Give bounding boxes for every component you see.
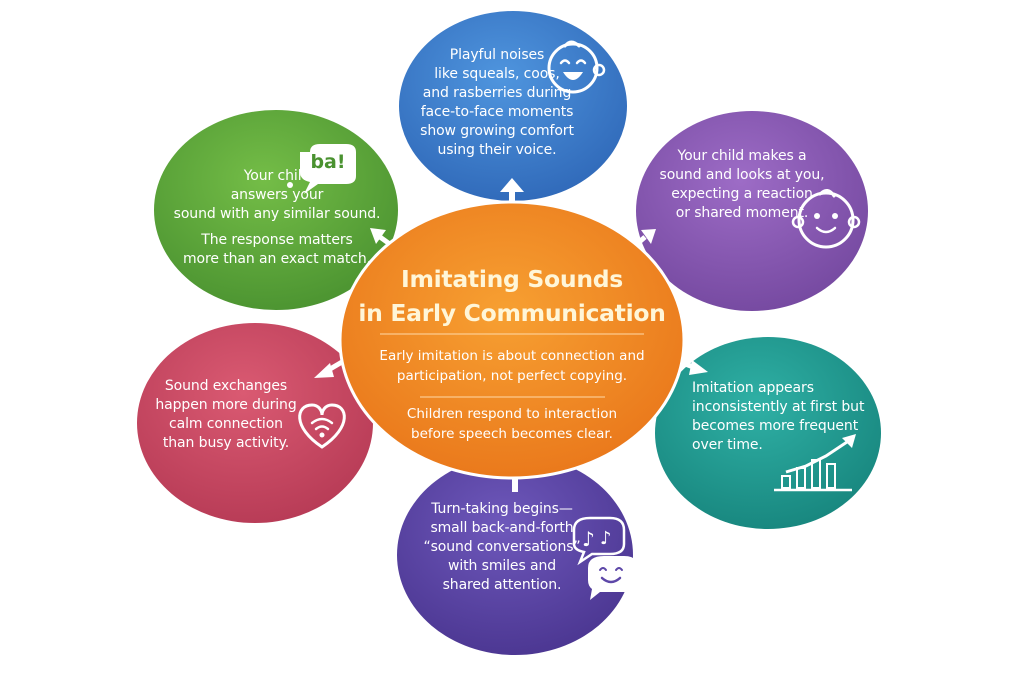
- node-top-circle: [399, 11, 627, 201]
- rising-bar-chart-icon: [774, 434, 856, 492]
- baby-laughing-icon: [547, 40, 606, 94]
- center-circle: [338, 200, 686, 480]
- node-upper-right-text: Your child makes a sound and looks at yo…: [659, 148, 825, 221]
- node-lower-right-text: Imitation appears inconsistently at firs…: [692, 380, 865, 453]
- center-title-line-2: in Early Communication: [358, 299, 666, 327]
- arrow-lower-left: [314, 359, 344, 378]
- svg-text:♪: ♪: [600, 528, 612, 549]
- speech-bubble-text: ba!: [310, 151, 346, 173]
- node-lower-right-circle: [655, 337, 881, 529]
- node-lower-left-circle: [137, 323, 373, 523]
- heart-signal-icon: [298, 403, 346, 449]
- node-upper-left-paragraph-2: The response matters more than an exact …: [183, 232, 371, 267]
- node-upper-left-paragraph-1: Your child answers your sound with any s…: [173, 168, 381, 222]
- node-upper-right-circle: [636, 111, 868, 311]
- baby-face-icon: [791, 189, 861, 249]
- node-top-text: Playful noises like squeals, coos, and r…: [420, 47, 574, 158]
- music-smile-bubbles-icon: ♪ ♪: [572, 516, 638, 600]
- node-lower-left-text: Sound exchanges happen more during calm …: [155, 378, 297, 451]
- center-title-line-1: Imitating Sounds: [401, 265, 623, 293]
- node-bottom-text: Turn-taking begins— small back-and-forth…: [423, 501, 581, 593]
- speech-bubble-icon: [287, 144, 356, 194]
- node-upper-left-text: Your child answers your sound with any s…: [168, 148, 386, 288]
- svg-text:♪: ♪: [582, 527, 595, 551]
- center-paragraph-1: Early imitation is about connection and …: [379, 348, 645, 384]
- node-bottom-circle: [397, 455, 633, 655]
- center-paragraph-2: Children respond to interaction before s…: [406, 406, 618, 442]
